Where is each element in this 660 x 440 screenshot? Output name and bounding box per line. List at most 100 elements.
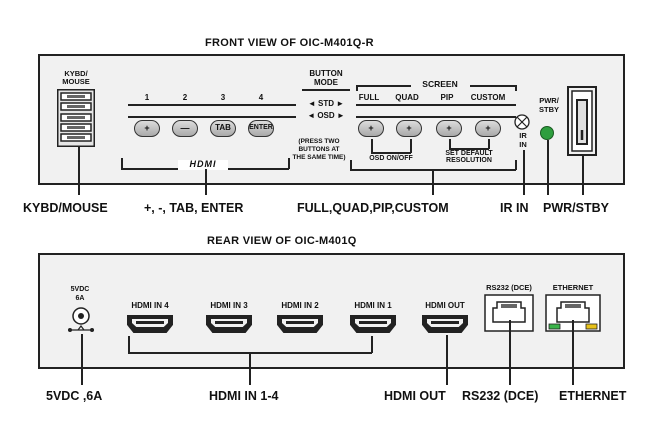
power-label-line2: 6A	[75, 295, 85, 302]
hdmi-out-label: HDMI OUT	[425, 301, 465, 310]
hdmi-logo-bg	[178, 160, 228, 170]
pwr-stby-callout: PWR/STBY	[543, 201, 609, 215]
pwr-label-line2: STBY	[538, 105, 559, 114]
buttons-callout: +, -, TAB, ENTER	[144, 201, 244, 215]
hdmi-in-bracket-left	[128, 336, 130, 353]
switch-callout-line	[582, 155, 584, 195]
power-callout-line	[81, 334, 83, 385]
hdmi-in-bracket-right	[371, 336, 373, 353]
power-callout: 5VDC ,6A	[46, 389, 103, 403]
hdmi-in-callout: HDMI IN 1-4	[209, 389, 279, 403]
button-number-2: 2	[182, 93, 188, 102]
quad-button[interactable]: +	[396, 120, 422, 137]
setdefault-bracket-left	[449, 139, 451, 149]
kybd-mouse-callout: KYBD/MOUSE	[23, 201, 108, 215]
buttons-callout-line	[205, 169, 207, 195]
screen-mode-custom: CUSTOM	[470, 93, 506, 102]
button-number-3: 3	[220, 93, 226, 102]
screen-bracket-tick-left	[356, 85, 358, 91]
hdmi-in-3-port[interactable]	[206, 315, 252, 333]
ethernet-port-icon[interactable]	[545, 294, 601, 332]
hdmi-in-4-port[interactable]	[127, 315, 173, 333]
osd-bracket-line	[371, 152, 411, 154]
ir-label-line1: IR	[519, 131, 527, 140]
minus-button[interactable]: —	[172, 120, 198, 137]
hdmi-in-2-port[interactable]	[277, 315, 323, 333]
ethernet-callout: ETHERNET	[559, 389, 627, 403]
hdmi-in-callout-line	[249, 353, 251, 385]
rs232-label: RS232 (DCE)	[486, 283, 532, 292]
pwr-callout-line	[547, 140, 549, 195]
power-label-line1: 5VDC	[70, 286, 90, 293]
press-two-line3: THE SAME TIME)	[292, 154, 346, 161]
osd-bracket-right	[410, 139, 412, 153]
screen-group-bracket-left	[350, 160, 352, 170]
power-switch[interactable]	[567, 86, 597, 156]
screen-mode-pip: PIP	[440, 93, 454, 102]
enter-button[interactable]: ENTER	[248, 120, 274, 137]
kybd-callout-line	[78, 147, 80, 195]
hdmi-logo: HDMI	[189, 159, 217, 169]
setdefault-bracket-line	[449, 148, 489, 150]
hdmi-bracket-left-tick	[121, 158, 123, 169]
rs232-callout: RS232 (DCE)	[462, 389, 539, 403]
ir-label-line2: IN	[519, 140, 527, 149]
screen-mode-quad: QUAD	[395, 93, 419, 102]
osd-line-left	[128, 116, 296, 118]
button-number-1: 1	[144, 93, 150, 102]
plus-button[interactable]: +	[134, 120, 160, 137]
usb-ports-icon	[57, 89, 95, 147]
screen-mode-full: FULL	[358, 93, 380, 102]
button-mode-label-line1: BUTTON	[309, 69, 343, 78]
kybd-label-line2: MOUSE	[62, 77, 90, 86]
rear-view-title: REAR VIEW OF OIC-M401Q	[207, 235, 357, 247]
button-mode-label-line2: MODE	[314, 78, 338, 87]
osd-label: ◄ OSD ►	[307, 111, 345, 120]
power-led	[540, 126, 554, 140]
hdmi-out-port[interactable]	[422, 315, 468, 333]
std-line-left	[128, 104, 296, 106]
hdmi-bracket-right-tick	[288, 158, 290, 169]
press-two-line1: (PRESS TWO	[298, 138, 340, 145]
setdefault-bracket-right	[488, 139, 490, 149]
screen-bracket-left	[356, 85, 411, 87]
hdmi-out-callout: HDMI OUT	[384, 389, 446, 403]
ir-sensor-icon	[514, 114, 530, 130]
std-line-right	[356, 104, 516, 106]
hdmi-out-callout-line	[446, 335, 448, 385]
custom-button[interactable]: +	[475, 120, 501, 137]
screen-modes-callout: FULL,QUAD,PIP,CUSTOM	[297, 201, 449, 215]
set-default-line2: RESOLUTION	[446, 157, 492, 164]
screen-bracket-tick-right	[515, 85, 517, 91]
std-label: ◄ STD ►	[307, 99, 345, 108]
ir-in-callout: IR IN	[500, 201, 529, 215]
pwr-label-line1: PWR/	[539, 96, 559, 105]
hdmi-in-bracket-line	[128, 352, 372, 354]
power-jack-icon	[68, 307, 94, 332]
pip-button[interactable]: +	[436, 120, 462, 137]
screen-group-bracket-line	[350, 169, 516, 171]
hdmi-in-1-label: HDMI IN 1	[354, 301, 392, 310]
full-button[interactable]: +	[358, 120, 384, 137]
osd-line-right	[356, 116, 516, 118]
tab-button[interactable]: TAB	[210, 120, 236, 137]
ethernet-label: ETHERNET	[552, 283, 594, 292]
front-view-title: FRONT VIEW OF OIC-M401Q-R	[205, 37, 374, 49]
hdmi-in-3-label: HDMI IN 3	[210, 301, 248, 310]
kybd-label-line1: KYBD/	[64, 69, 88, 78]
screen-label: SCREEN	[422, 79, 458, 89]
screen-bracket-right	[470, 85, 516, 87]
set-default-line1: SET DEFAULT	[445, 150, 493, 157]
osd-onoff-label: OSD ON/OFF	[369, 155, 413, 162]
ir-callout-line	[523, 150, 525, 195]
hdmi-in-1-port[interactable]	[350, 315, 396, 333]
press-two-line2: BUTTONS AT	[298, 146, 340, 153]
screen-group-bracket-right	[515, 160, 517, 170]
hdmi-in-4-label: HDMI IN 4	[131, 301, 169, 310]
ethernet-callout-line	[572, 320, 574, 385]
button-number-4: 4	[258, 93, 264, 102]
screen-callout-line	[432, 170, 434, 195]
osd-bracket-left	[371, 139, 373, 153]
rs232-callout-line	[509, 320, 511, 385]
hdmi-in-2-label: HDMI IN 2	[281, 301, 319, 310]
